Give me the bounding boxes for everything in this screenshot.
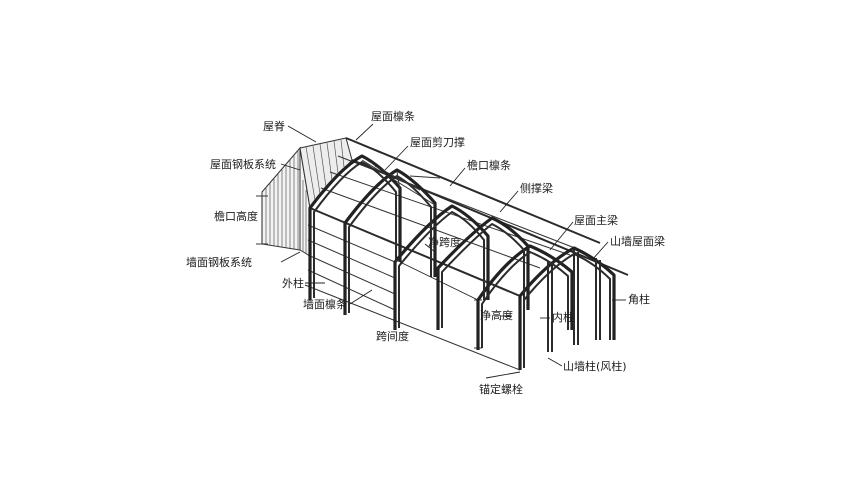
gable-columns [547,250,601,352]
label-gable-column: 山墙柱(风柱) [563,359,627,373]
label-inner-column: 内柱 [552,310,574,324]
longitudinal-purlins [304,137,629,371]
label-roof-main-beam: 屋面主梁 [574,213,618,227]
label-roof-purlin: 屋面檩条 [371,109,415,123]
label-roof-sheeting: 屋面钢板系统 [210,157,276,171]
label-eave-height: 檐口高度 [214,209,258,223]
label-anchor-bolt: 锚定螺栓 [479,382,523,396]
label-outer-column: 外柱 [282,276,304,290]
roof-bracing [361,159,441,206]
leader-lines [280,123,626,379]
label-roof-bracing: 屋面剪刀撑 [410,135,465,149]
label-clear-span: 净跨度 [428,235,461,249]
label-corner-column: 角柱 [628,292,650,306]
label-wall-sheeting: 墙面钢板系统 [186,255,252,269]
label-roof-ridge: 屋脊 [263,119,285,133]
label-clear-height: 净高度 [480,308,513,322]
label-gable-roof-beam: 山墙屋面梁 [610,234,665,248]
portal-frames [308,154,616,370]
label-span: 跨间度 [376,329,409,343]
dimension-markers [256,195,482,349]
label-eave-purlin: 檐口檩条 [467,158,511,172]
labels: 屋脊 屋面檩条 屋面钢板系统 屋面剪刀撑 檐口檩条 侧撑梁 檐口高度 屋面主梁 … [186,109,665,396]
label-side-brace-beam: 侧撑梁 [520,181,553,195]
label-wall-purlin: 墙面檩条 [303,297,347,311]
